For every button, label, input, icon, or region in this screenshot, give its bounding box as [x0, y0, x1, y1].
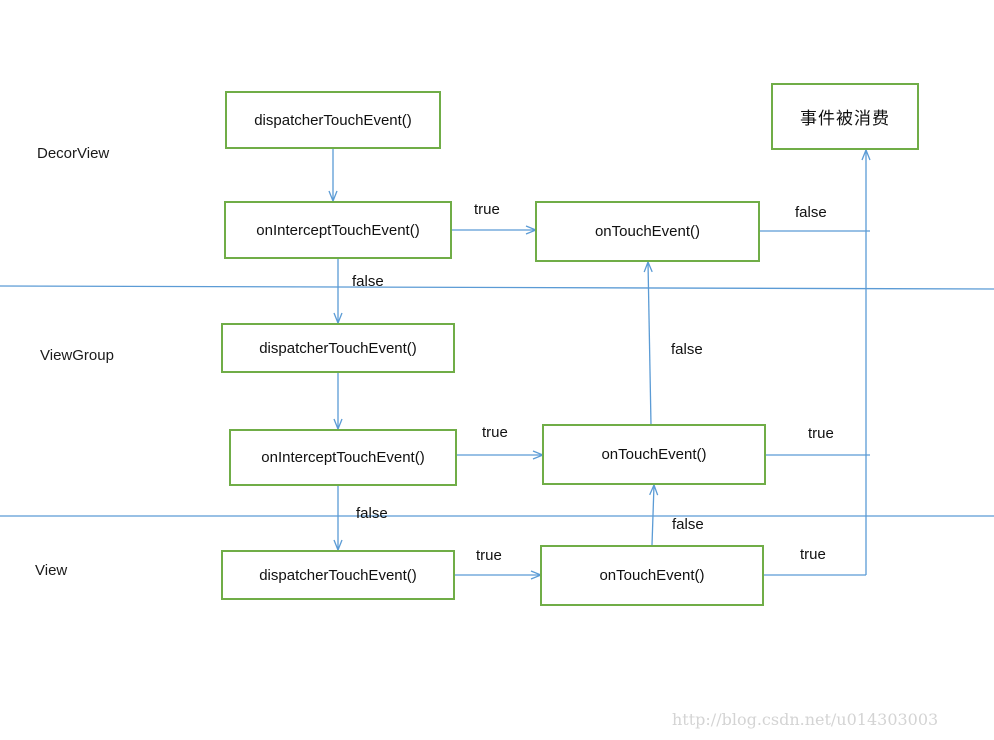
edge-label-view-dispatch-true: true [476, 547, 502, 564]
group-touch-label: onTouchEvent() [601, 446, 707, 463]
edge-label-decor-intercept-false: false [352, 273, 384, 290]
layer-label-decorview: DecorView [37, 145, 110, 162]
group-dispatch-box: dispatcherTouchEvent() [221, 323, 455, 373]
view-touch-box: onTouchEvent() [540, 545, 764, 606]
layer-label-view: View [35, 562, 68, 579]
decor-dispatch-box: dispatcherTouchEvent() [225, 91, 441, 149]
edge-label-group-touch-true: true [808, 425, 834, 442]
edge-label-group-touch-false: false [671, 341, 703, 358]
edge-label-view-touch-false: false [672, 516, 704, 533]
group-dispatch-label: dispatcherTouchEvent() [259, 339, 417, 357]
group-touch-box: onTouchEvent() [542, 424, 766, 485]
consumed-box: 事件被消费 [771, 83, 919, 150]
decor-touch-box: onTouchEvent() [535, 201, 760, 262]
layer-label-viewgroup: ViewGroup [40, 347, 114, 364]
edge-label-view-touch-true: true [800, 546, 826, 563]
edge-view-touch-false-up [652, 485, 654, 546]
decor-touch-label: onTouchEvent() [594, 223, 701, 240]
view-dispatch-box: dispatcherTouchEvent() [221, 550, 455, 600]
group-intercept-label: onInterceptTouchEvent() [261, 449, 425, 466]
edge-label-group-intercept-true: true [482, 424, 508, 441]
edge-label-decor-intercept-true: true [474, 201, 500, 218]
decor-intercept-box: onInterceptTouchEvent() [224, 201, 452, 259]
edge-label-decor-touch-false: false [795, 204, 827, 221]
edge-group-touch-false-up [648, 262, 651, 426]
decor-intercept-label: onInterceptTouchEvent() [256, 221, 420, 239]
view-touch-label: onTouchEvent() [599, 567, 705, 584]
view-dispatch-label: dispatcherTouchEvent() [259, 566, 417, 584]
separator-decor-group [0, 285, 994, 290]
decor-dispatch-label: dispatcherTouchEvent() [254, 111, 412, 129]
watermark-text: http://blog.csdn.net/u014303003 [672, 710, 939, 729]
edge-label-group-intercept-false: false [356, 505, 388, 522]
consumed-label: 事件被消费 [800, 109, 890, 129]
group-intercept-box: onInterceptTouchEvent() [229, 429, 457, 486]
